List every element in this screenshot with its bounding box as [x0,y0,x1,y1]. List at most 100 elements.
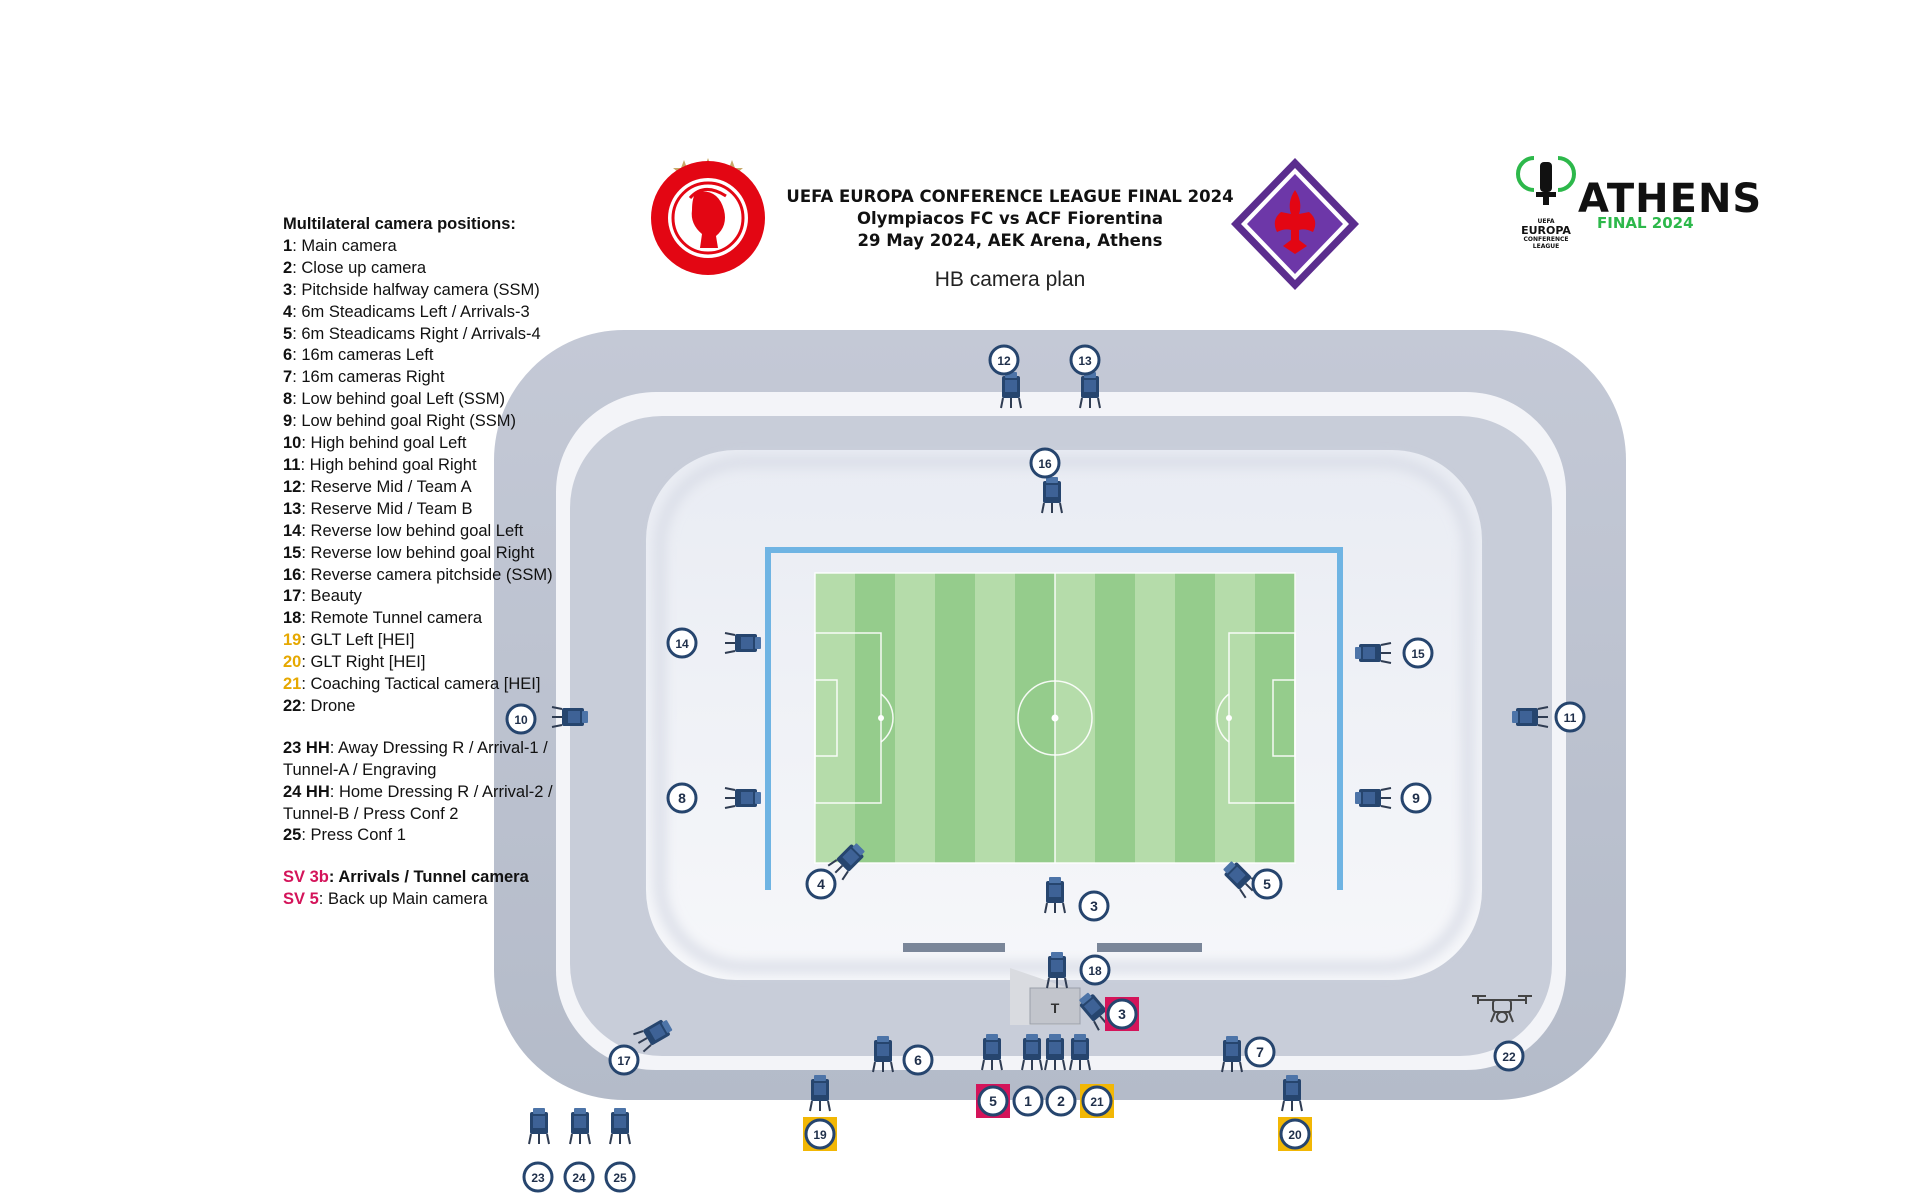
camera-icon [1355,642,1392,664]
legend-item-text: : Reverse low behind goal Right [301,543,535,562]
position-marker: 13 [1069,344,1101,376]
marker-label: 3 [1090,898,1098,914]
camera-icon [827,843,865,881]
athens-wordmark: ATHENS [1578,176,1763,222]
camera-lens [1049,1034,1061,1040]
legend-item-number: 2 [283,258,293,277]
legend-item-text: : Back up Main camera [318,890,488,909]
pitch-stripe [815,573,856,863]
marker-label: 2 [1057,1093,1065,1109]
legend-item-number: 8 [283,390,293,409]
marker-circle [563,1161,595,1193]
match-header: UEFA EUROPA CONFERENCE LEAGUE FINAL 2024… [760,186,1260,252]
marker-circle [1554,701,1586,733]
tripod-leg [1059,502,1063,514]
match-teams: Olympiacos FC vs ACF Fiorentina [856,209,1163,228]
pitch-stripe [1215,573,1256,863]
position-marker: 24 [563,1161,595,1193]
marker-label: 8 [678,790,686,806]
conference-word: CONFERENCE [1523,236,1569,243]
position-marker: 6 [902,1044,934,1076]
legend-item: 23 HH: Away Dressing R / Arrival-1 / Tun… [283,738,553,782]
camera-icon [1281,1075,1303,1112]
legend-extra-items: 23 HH: Away Dressing R / Arrival-1 / Tun… [283,738,553,848]
tripod-leg [872,1061,876,1073]
position-marker: 4 [805,868,837,900]
tripod-leg [1281,1100,1285,1112]
marker-circle [1012,1085,1044,1117]
legend-item-text: : Beauty [301,587,362,606]
camera-icon [1021,1034,1043,1071]
tripod-leg [841,870,849,881]
camera-icon [1041,477,1063,514]
tripod-leg [551,724,563,728]
tripod-leg [827,859,838,867]
legend-item: 11: High behind goal Right [283,455,553,477]
camera-lens [1079,992,1092,1005]
legend-item: 9: Low behind goal Right (SSM) [283,411,553,433]
tripod-leg [642,1044,652,1053]
camera-icon [1044,877,1066,914]
legend-item-number: 22 [283,696,302,715]
camera-panel [1049,1042,1061,1054]
position-marker: 3 [1078,890,1110,922]
marker-circle [608,1044,640,1076]
tripod-leg [1044,1059,1048,1071]
camera-icon [1079,992,1115,1031]
dugout-right [1097,943,1202,952]
camera-icon [1000,372,1022,409]
fiorentina-crest-icon [1231,158,1359,290]
camera-panel [877,1044,889,1056]
camera-lens [1074,1034,1086,1040]
camera-lens [755,792,761,804]
position-marker: 11 [1554,701,1586,733]
marker-label: 4 [817,876,825,892]
legend-item: 6: 16m cameras Left [283,345,553,367]
tripod-leg [1044,902,1048,914]
legend-item-text: : Reserve Mid / Team B [301,499,473,518]
legend-item-text: : Coaching Tactical camera [HEI] [301,675,541,694]
marker-label: 13 [1078,354,1092,368]
legend-item-number: 3 [283,280,293,299]
penalty-spot-right [1226,715,1232,721]
dugout-left [903,943,1005,952]
position-marker: 3 [1105,997,1139,1031]
camera-lens [755,637,761,649]
legend-item-text: : Low behind goal Left (SSM) [292,390,505,409]
position-marker: 22 [1493,1040,1525,1072]
league-word: LEAGUE [1532,243,1560,250]
marker-circle [1106,998,1138,1030]
camera-lens [574,1108,586,1114]
camera-panel [649,1023,666,1041]
marker-circle [1079,954,1111,986]
tripod-leg [1069,1059,1073,1071]
legend-item: 15: Reverse low behind goal Right [283,543,553,565]
tripod-leg [1018,397,1022,409]
tripod-leg [1380,642,1392,646]
match-date-venue: 29 May 2024, AEK Arena, Athens [857,231,1163,250]
camera-panel [568,711,580,723]
camera-panel [1226,1044,1238,1056]
legend-item-number: 15 [283,543,302,562]
camera-panel [1228,866,1246,884]
legend-item-text: : 16m cameras Left [292,346,434,365]
tripod-leg [1239,1061,1243,1073]
legend-item-number: 10 [283,434,302,453]
penalty-arc-right [1216,693,1230,743]
marker-circle [666,627,698,659]
camera-panel [1026,1042,1038,1054]
pitch-stripe [975,573,1016,863]
camera-icon [981,1034,1003,1071]
camera-panel [741,792,753,804]
legend-item: 25: Press Conf 1 [283,825,553,847]
pitch-stripe [855,573,896,863]
legend-item-number: SV 3b [283,868,329,887]
tripod-leg [1380,660,1392,664]
camera-panel [614,1116,626,1128]
legend-item-number: 17 [283,587,302,606]
marker-circle [1078,890,1110,922]
tripod-leg [981,1059,985,1071]
marker-circle [1400,782,1432,814]
marker-circle [977,1085,1009,1117]
